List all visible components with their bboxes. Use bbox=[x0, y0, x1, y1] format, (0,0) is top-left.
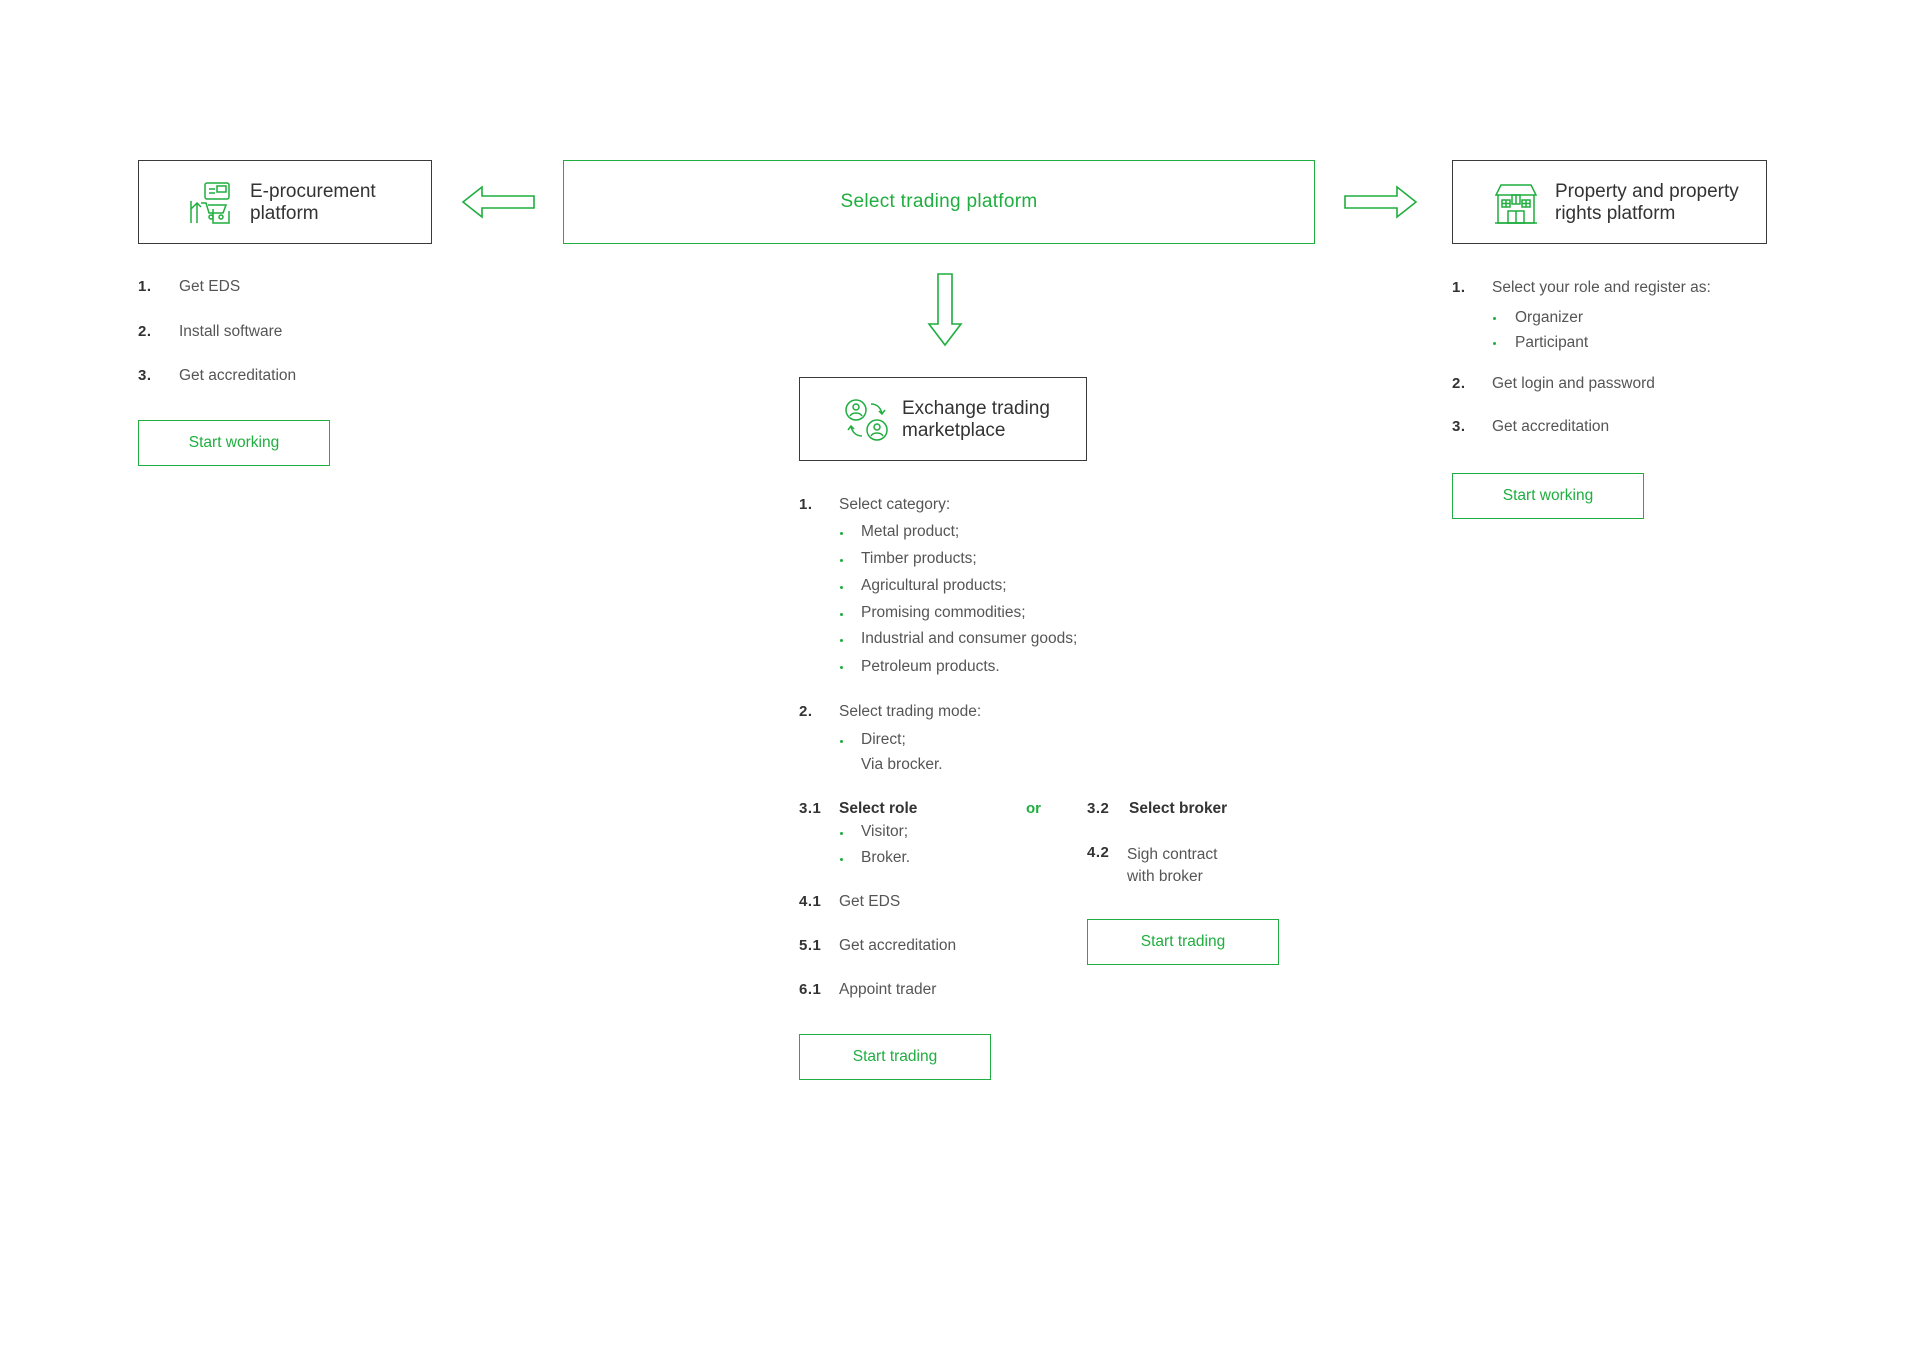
bullet-dot bbox=[840, 858, 843, 861]
exchange-step-text: Select trading mode: bbox=[839, 703, 982, 720]
left-step-num: 3. bbox=[138, 367, 152, 384]
step-3-1-num: 3.1 bbox=[799, 800, 822, 817]
step-3-1-text: Select role bbox=[839, 800, 918, 817]
bullet-dot bbox=[1493, 342, 1496, 345]
property-title: Property and property rights platform bbox=[1555, 181, 1739, 224]
right-role-item: Organizer bbox=[1515, 309, 1584, 326]
right-step-num: 1. bbox=[1452, 279, 1466, 296]
right-step-text: Select your role and register as: bbox=[1492, 279, 1711, 296]
step-6-1-text: Appoint trader bbox=[839, 981, 937, 998]
right-role-item: Participant bbox=[1515, 334, 1589, 351]
left-step-num: 1. bbox=[138, 278, 152, 295]
step-4-1-num: 4.1 bbox=[799, 893, 822, 910]
bullet-dot bbox=[840, 639, 843, 642]
or-label: or bbox=[1026, 800, 1041, 817]
property-building-icon bbox=[1494, 184, 1538, 224]
bullet-dot bbox=[840, 666, 843, 669]
exchange-box: Exchange trading marketplace bbox=[799, 377, 1087, 461]
category-item: Timber products; bbox=[861, 550, 977, 567]
step-5-1-text: Get accreditation bbox=[839, 937, 957, 954]
e-procurement-title: E-procurement platform bbox=[250, 181, 376, 224]
step-3-2-text: Select broker bbox=[1129, 800, 1228, 817]
main-start-trading-button[interactable]: Start trading bbox=[799, 1034, 991, 1080]
left-step-num: 2. bbox=[138, 323, 152, 340]
broker-start-trading-button[interactable]: Start trading bbox=[1087, 919, 1279, 965]
step-6-1-num: 6.1 bbox=[799, 981, 822, 998]
bullet-dot bbox=[840, 613, 843, 616]
left-start-working-button[interactable]: Start working bbox=[138, 420, 330, 466]
exchange-step-num: 2. bbox=[799, 703, 813, 720]
e-procurement-box: E-procurement platform bbox=[138, 160, 432, 244]
bullet-dot bbox=[1493, 317, 1496, 320]
left-step-text: Get accreditation bbox=[179, 367, 297, 384]
right-step-num: 2. bbox=[1452, 375, 1466, 392]
select-platform-box: Select trading platform bbox=[563, 160, 1315, 244]
step-4-2-text: Sigh contract with broker bbox=[1127, 846, 1218, 885]
right-step-num: 3. bbox=[1452, 418, 1466, 435]
exchange-title: Exchange trading marketplace bbox=[902, 398, 1050, 441]
bullet-dot bbox=[840, 586, 843, 589]
left-step-text: Install software bbox=[179, 323, 283, 340]
step-3-2-num: 3.2 bbox=[1087, 800, 1110, 817]
select-platform-title: Select trading platform bbox=[840, 191, 1038, 212]
exchange-traders-icon bbox=[845, 399, 888, 441]
property-box: Property and property rights platform bbox=[1452, 160, 1767, 244]
category-item: Petroleum products. bbox=[861, 658, 1000, 675]
arrow-right-icon bbox=[1344, 185, 1418, 219]
exchange-step-text: Select category: bbox=[839, 496, 951, 513]
role-item: Broker. bbox=[861, 849, 911, 866]
category-item: Industrial and consumer goods; bbox=[861, 630, 1078, 647]
e-procurement-icon bbox=[190, 182, 230, 224]
category-item: Promising commodities; bbox=[861, 604, 1026, 621]
arrow-down-icon bbox=[927, 273, 963, 347]
step-4-1-text: Get EDS bbox=[839, 893, 901, 910]
right-step-text: Get accreditation bbox=[1492, 418, 1610, 435]
role-item: Visitor; bbox=[861, 823, 909, 840]
right-start-working-button[interactable]: Start working bbox=[1452, 473, 1644, 519]
step-5-1-num: 5.1 bbox=[799, 937, 822, 954]
bullet-dot bbox=[840, 832, 843, 835]
bullet-dot bbox=[840, 532, 843, 535]
mode-item: Direct; bbox=[861, 731, 906, 748]
bullet-dot bbox=[840, 559, 843, 562]
left-step-text: Get EDS bbox=[179, 278, 241, 295]
step-4-2-num: 4.2 bbox=[1087, 844, 1110, 861]
exchange-step-num: 1. bbox=[799, 496, 813, 513]
arrow-left-icon bbox=[461, 185, 535, 219]
bullet-dot bbox=[840, 740, 843, 743]
category-item: Agricultural products; bbox=[861, 577, 1007, 594]
right-step-text: Get login and password bbox=[1492, 375, 1655, 392]
mode-item: Via brocker. bbox=[861, 756, 943, 773]
category-item: Metal product; bbox=[861, 523, 960, 540]
